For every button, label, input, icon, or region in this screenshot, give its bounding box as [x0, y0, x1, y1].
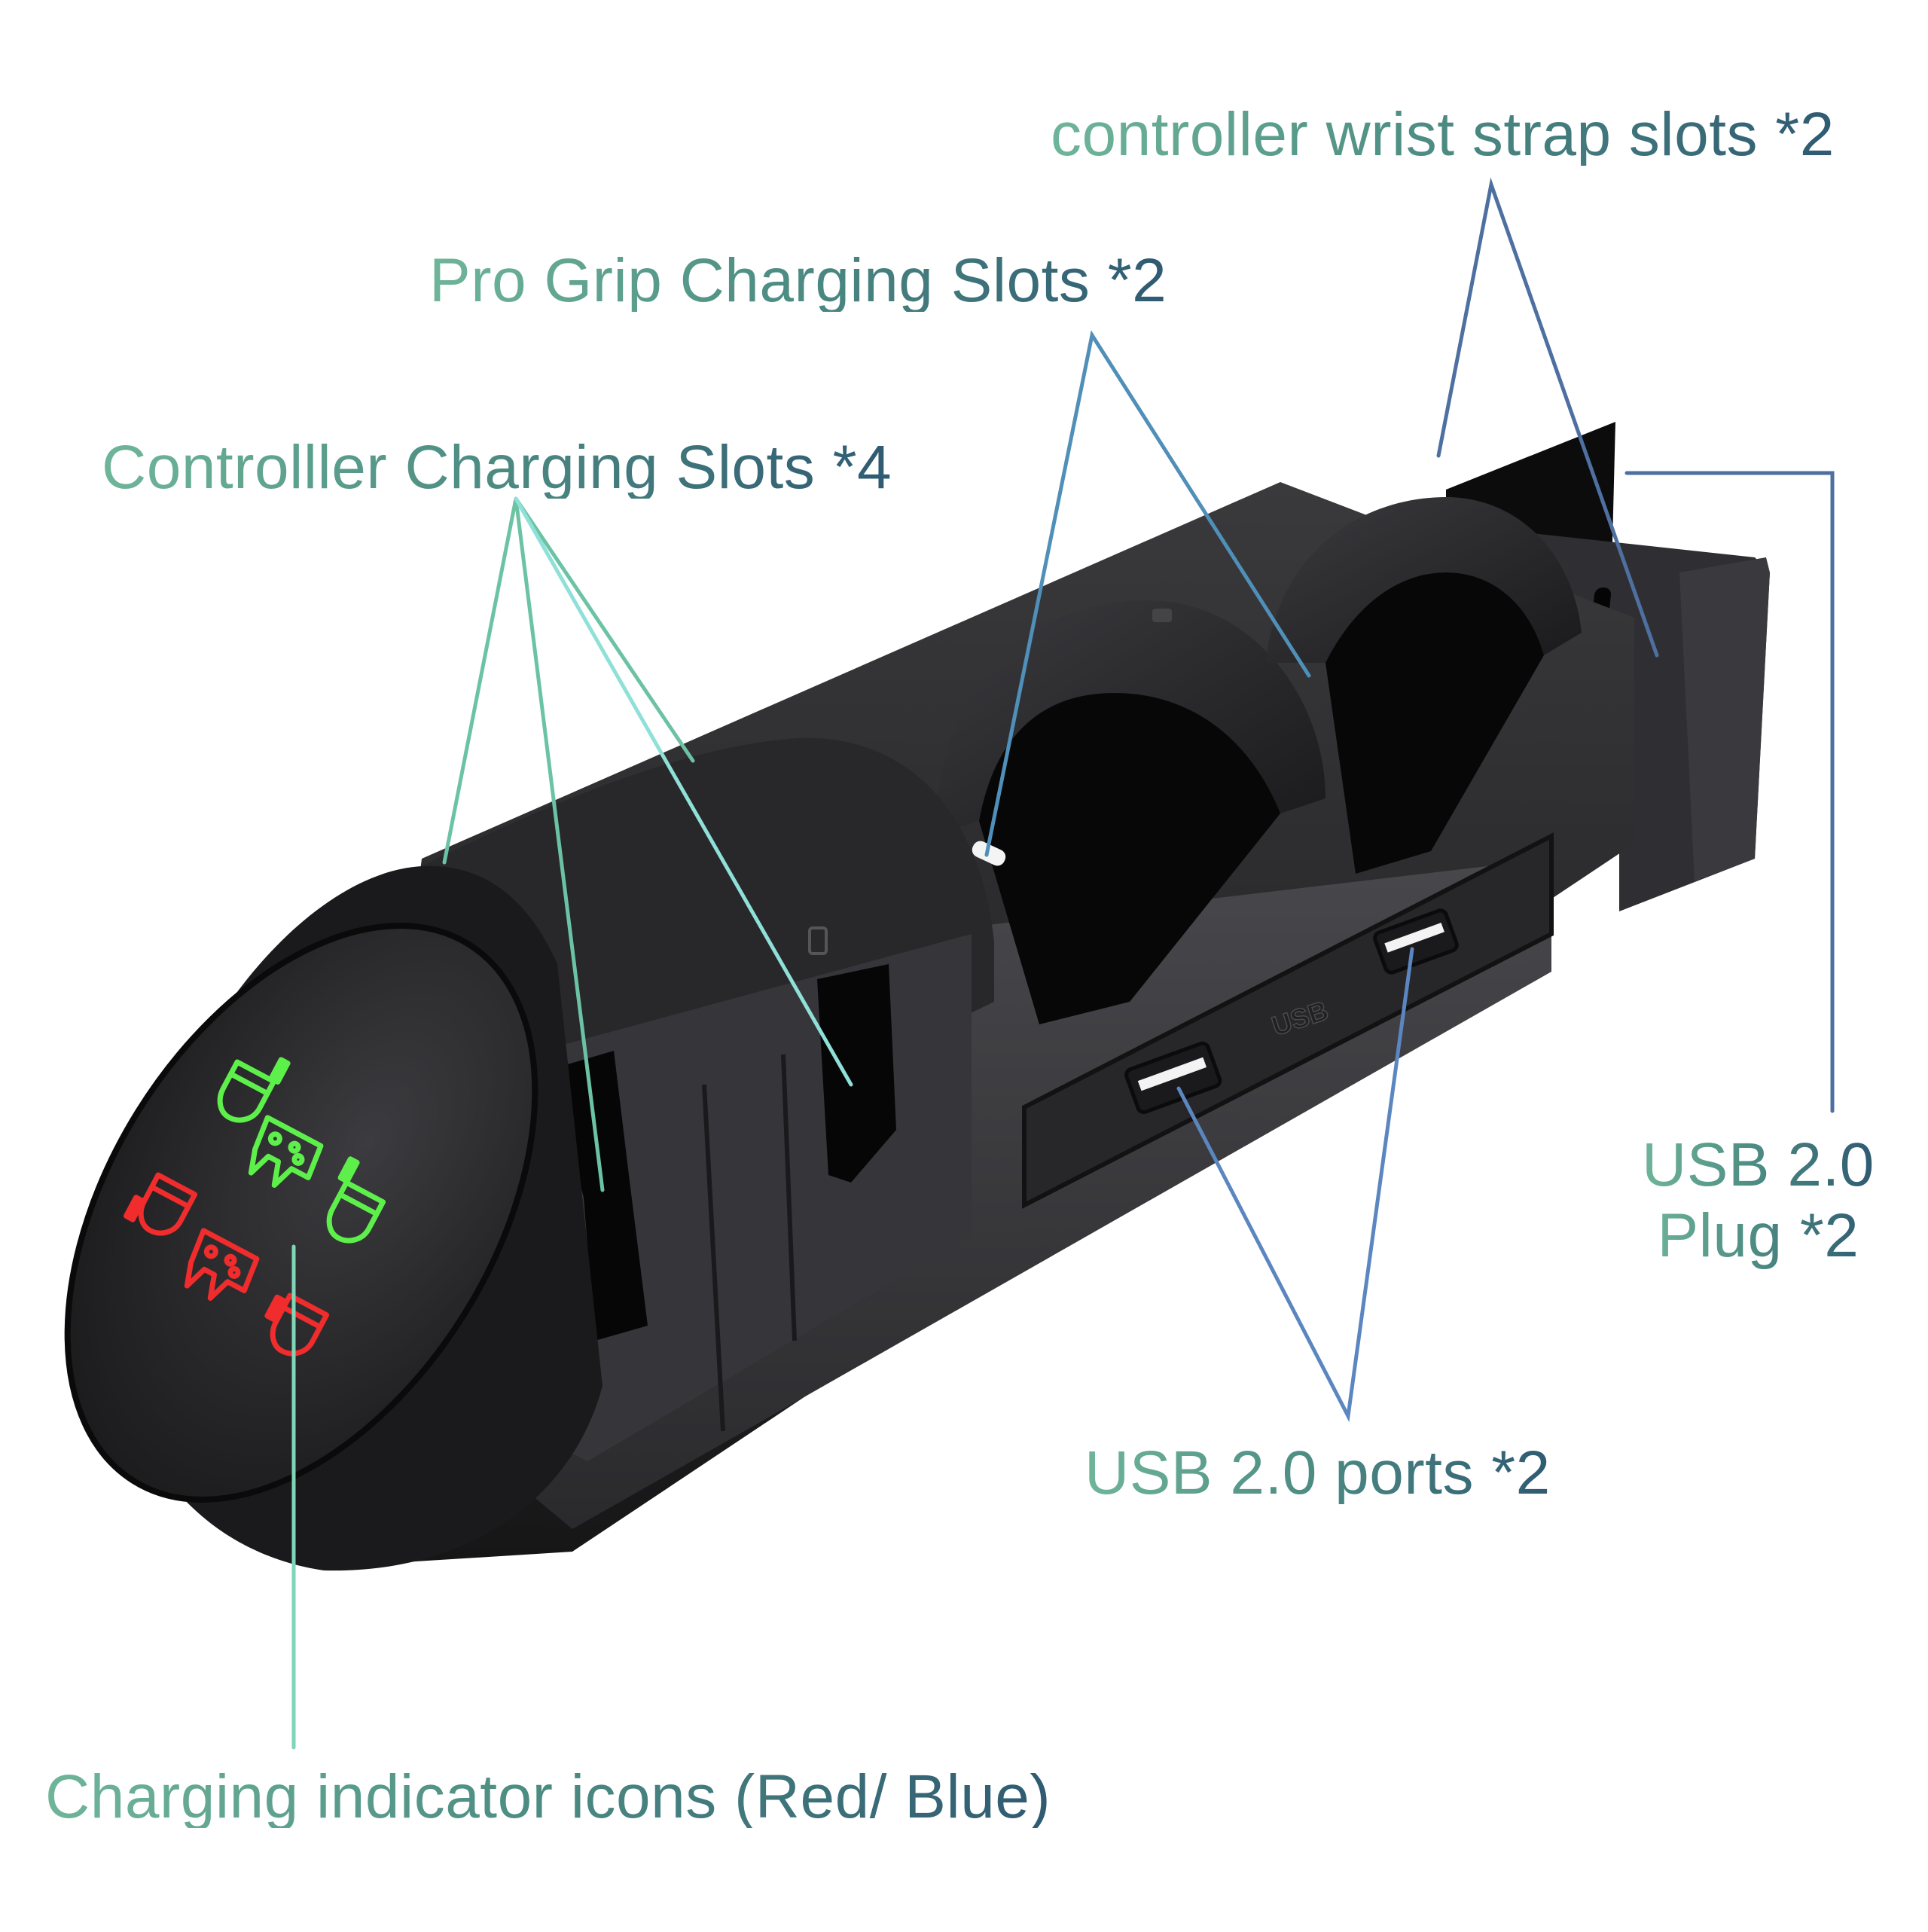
- usb-port-2: [1373, 908, 1459, 975]
- label-controller-slots: Controlller Charging Slots *4: [102, 433, 892, 502]
- joycon-block: [422, 737, 994, 1461]
- leader-wrist-strap: [1436, 177, 1659, 658]
- leader-controller-3: [514, 496, 853, 1087]
- indicator-panel: [64, 923, 538, 1503]
- end-cap: [64, 865, 602, 1571]
- joycon-left-red-icon: [123, 1172, 198, 1236]
- label-usb-plug-line2: Plug *2: [1657, 1201, 1859, 1271]
- pro-grip-cradle-2: [1265, 497, 1582, 874]
- label-usb-plug: USB 2.0 Plug *2: [1642, 1130, 1875, 1272]
- label-indicator-icons: Charging indicator icons (Red/ Blue): [45, 1763, 1051, 1831]
- label-usb-plug-line1: USB 2.0: [1642, 1131, 1875, 1199]
- joycon-right-green-icon: [326, 1156, 386, 1244]
- leader-pro-grip: [984, 330, 1311, 857]
- label-wrist-strap-slots: controller wrist strap slots *2: [1051, 100, 1835, 169]
- pro-grip-cradle-1: [934, 600, 1326, 1024]
- joycon-left-green-icon: [217, 1057, 291, 1123]
- slot-mark-icon: [808, 926, 828, 955]
- pro-grip-mark-icon: [1152, 609, 1172, 622]
- usb-port-1: [1124, 1041, 1222, 1114]
- joycon-right-red-icon: [264, 1293, 330, 1357]
- pro-controller-green-icon: [248, 1115, 324, 1189]
- indicator-icons: [123, 1057, 386, 1357]
- leader-usb-plug: [1624, 471, 1835, 1113]
- controller-slot-2: [817, 964, 896, 1183]
- pro-controller-red-icon: [184, 1228, 260, 1302]
- label-pro-grip-slots: Pro Grip Charging Slots *2: [429, 246, 1167, 315]
- label-usb-ports: USB 2.0 ports *2: [1084, 1439, 1551, 1507]
- leader-controller-2: [514, 496, 695, 763]
- pro-grip-connector: [972, 841, 1006, 866]
- leader-usb-ports: [1176, 947, 1414, 1423]
- leader-lines: [291, 177, 1835, 1750]
